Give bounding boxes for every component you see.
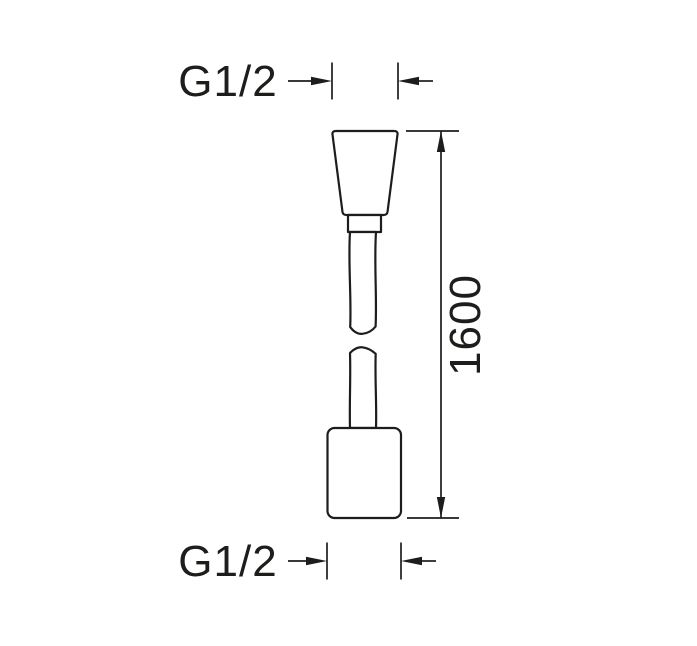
hose-length-label: 1600 [441,274,490,376]
top-dim-arrowhead-right [398,76,419,86]
bottom-thread-dimension: G1/2 [178,537,436,586]
lower-cylindrical-connector [326,426,403,520]
shower-hose-figure [326,129,403,520]
top-thread-dimension-label: G1/2 [178,57,277,106]
upper-conical-connector [331,129,399,217]
hose-lower-segment [348,346,378,430]
hose-upper-segment [348,230,378,335]
length-dimension: 1600 [406,130,490,519]
top-thread-dimension: G1/2 [178,57,433,106]
upper-connector-collar [346,213,383,234]
bottom-thread-dimension-label: G1/2 [178,537,277,586]
top-dim-arrowhead-left [311,76,332,86]
length-dim-arrowhead-top [436,131,446,152]
bottom-dim-arrowhead-right [401,556,422,566]
length-dim-arrowhead-bottom [436,497,446,518]
bottom-dim-arrowhead-left [306,556,327,566]
